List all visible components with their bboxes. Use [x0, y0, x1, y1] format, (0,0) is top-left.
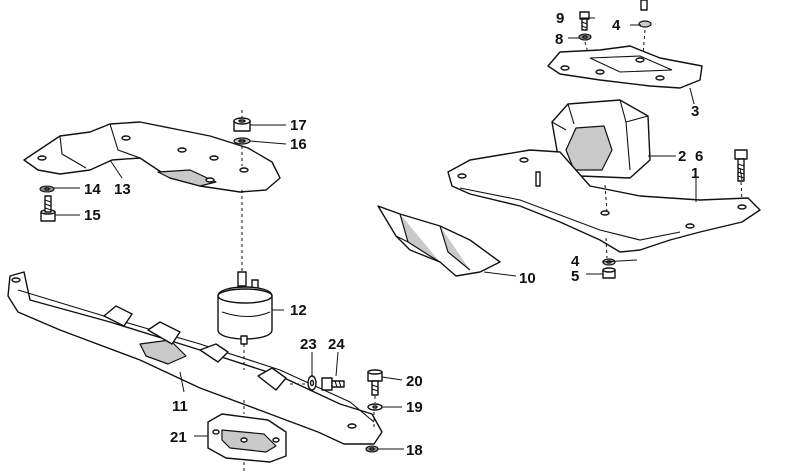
callout-9: 9: [556, 10, 564, 27]
callout-3: 3: [691, 103, 699, 120]
part-11-support-rail[interactable]: [7, 271, 383, 445]
part-21-lower-bracket[interactable]: [207, 413, 287, 463]
part-1-crossmember[interactable]: [447, 149, 761, 253]
callout-17: 17: [290, 117, 307, 134]
callouts: 1 2 3 4 4 5 6 8 9 10 11 12 13 14 15 16 1…: [84, 10, 703, 459]
callout-16: 16: [290, 136, 307, 153]
callout-21: 21: [170, 429, 187, 446]
callout-19: 19: [406, 399, 423, 416]
part-13-engine-bracket[interactable]: [23, 121, 281, 193]
callout-2: 2: [678, 148, 686, 165]
part-14-washer[interactable]: [39, 185, 55, 193]
part-15-bolt[interactable]: [40, 195, 56, 222]
leader-lines: [54, 17, 743, 450]
callout-6: 6: [695, 148, 703, 165]
callout-24: 24: [328, 336, 345, 353]
callout-18: 18: [406, 442, 423, 459]
part-17-nut[interactable]: [233, 117, 251, 132]
callout-11: 11: [172, 398, 188, 415]
part-5-nut[interactable]: [602, 267, 616, 279]
callout-20: 20: [406, 373, 423, 390]
part-6-bolt[interactable]: [734, 149, 748, 182]
part-3-upper-plate[interactable]: [547, 45, 703, 89]
part-19-washer[interactable]: [367, 403, 383, 411]
callout-5: 5: [571, 268, 579, 285]
part-16-washer[interactable]: [233, 137, 251, 145]
part-24-bolt[interactable]: [321, 377, 345, 391]
part-23-washer[interactable]: [307, 375, 317, 391]
callout-23: 23: [300, 336, 317, 353]
callout-12: 12: [290, 302, 307, 319]
callout-15: 15: [84, 207, 101, 224]
callout-4-top: 4: [612, 17, 621, 34]
part-18-nut[interactable]: [365, 445, 379, 453]
callout-14: 14: [84, 181, 101, 198]
callout-8: 8: [555, 31, 563, 48]
callout-1: 1: [691, 165, 699, 182]
part-20-bolt[interactable]: [367, 369, 383, 396]
part-2-rubber-mount[interactable]: [551, 99, 651, 179]
part-9-bolt[interactable]: [579, 11, 590, 31]
callout-10: 10: [519, 270, 536, 287]
callout-13: 13: [114, 181, 131, 198]
part-10-heat-shield[interactable]: [377, 205, 501, 277]
callout-4-lower: 4: [571, 253, 580, 270]
part-4-top-nut[interactable]: [638, 0, 652, 28]
part-8-washer[interactable]: [578, 33, 592, 41]
part-12-rubber-mount[interactable]: [217, 271, 273, 345]
